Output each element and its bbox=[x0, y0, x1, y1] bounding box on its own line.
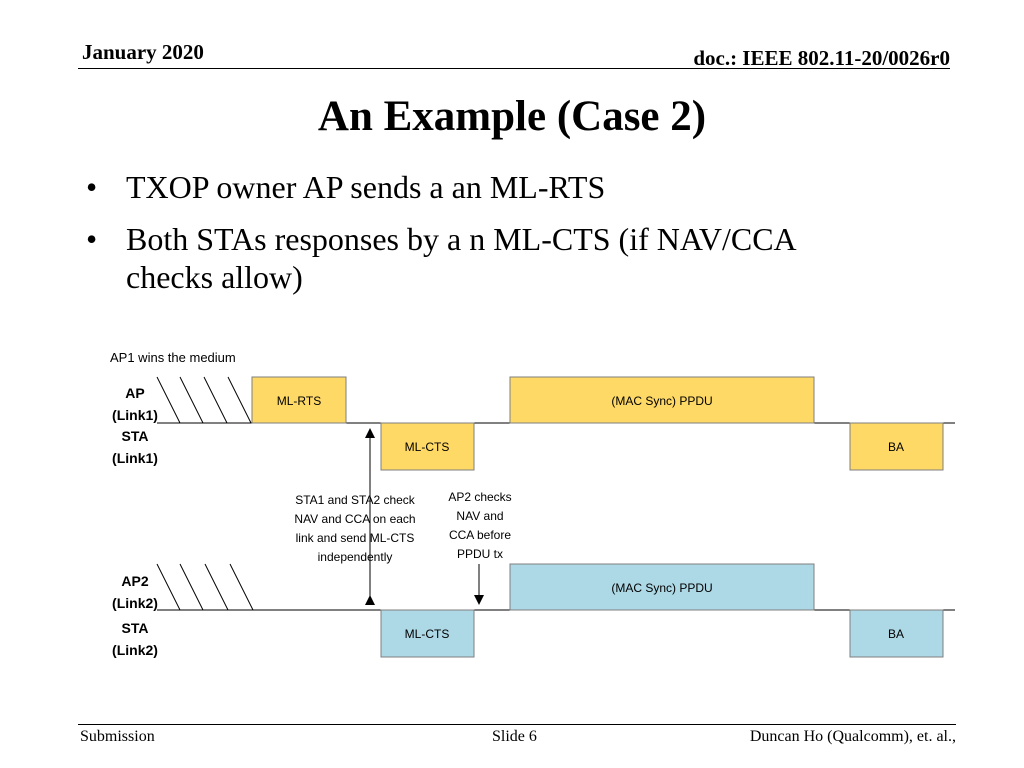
frame-ml-cts-link1 bbox=[380, 422, 475, 471]
row-label-ap2-link2-line1: AP2 bbox=[121, 573, 148, 589]
frame-ml-rts bbox=[251, 376, 347, 424]
header-doc-id: doc.: IEEE 802.11-20/0026r0 bbox=[693, 46, 950, 70]
note-sta-check-line: STA1 and STA2 check bbox=[295, 493, 416, 507]
frame-ml-cts-link2 bbox=[380, 609, 475, 658]
frame-ppdu-link2-label: (MAC Sync) PPDU bbox=[611, 581, 712, 595]
frame-ba-link2-label: BA bbox=[888, 627, 904, 641]
bullet-item: • TXOP owner AP sends a an ML-RTS bbox=[86, 168, 886, 206]
note-sta-check-line: independently bbox=[318, 550, 393, 564]
footer-submission: Submission bbox=[80, 728, 155, 745]
diagram-caption: AP1 wins the medium bbox=[110, 350, 236, 365]
frame-ppdu-link2 bbox=[509, 563, 815, 611]
footer-divider bbox=[78, 724, 956, 725]
frame-ba-link2 bbox=[849, 609, 944, 658]
row-label-ap-link1-line2: (Link1) bbox=[112, 407, 158, 423]
footer-author: Duncan Ho (Qualcomm), et. al., bbox=[749, 728, 956, 745]
frame-ba-link1-label: BA bbox=[888, 440, 904, 454]
frame-ppdu-link1 bbox=[509, 376, 815, 424]
bullet-dot-icon: • bbox=[86, 221, 98, 257]
row-label-sta-link2-line1: STA bbox=[122, 620, 149, 636]
row-label-ap-link1-line1: AP bbox=[125, 385, 144, 401]
note-sta-check: STA1 and STA2 check NAV and CCA on each … bbox=[294, 493, 415, 564]
note-ap2-check-line: NAV and bbox=[456, 509, 503, 523]
note-ap2-check: AP2 checks NAV and CCA before PPDU tx bbox=[448, 490, 511, 561]
header-divider bbox=[78, 68, 950, 69]
frame-ba-link1 bbox=[849, 422, 944, 471]
backoff-hatch-link1 bbox=[156, 376, 252, 424]
bullet-dot-icon: • bbox=[86, 169, 98, 205]
row-label-sta-link1-line1: STA bbox=[122, 428, 149, 444]
bullet-text: Both STAs responses by a n ML-CTS (if NA… bbox=[126, 221, 795, 295]
slide-title: An Example (Case 2) bbox=[317, 93, 707, 140]
frame-ml-cts-link2-label: ML-CTS bbox=[405, 627, 450, 641]
header-date: January 2020 bbox=[82, 40, 204, 64]
frame-ml-cts-link1-label: ML-CTS bbox=[405, 440, 450, 454]
backoff-hatch-link2 bbox=[156, 563, 254, 611]
row-label-sta-link2-line2: (Link2) bbox=[112, 642, 158, 658]
frame-ppdu-link1-label: (MAC Sync) PPDU bbox=[611, 394, 712, 408]
row-label-ap2-link2-line2: (Link2) bbox=[112, 595, 158, 611]
row-label-sta-link1-line2: (Link1) bbox=[112, 450, 158, 466]
footer-slide-number: Slide 6 bbox=[492, 728, 537, 745]
note-sta-check-line: link and send ML-CTS bbox=[296, 531, 415, 545]
frame-ml-rts-label: ML-RTS bbox=[277, 394, 321, 408]
note-ap2-check-line: PPDU tx bbox=[457, 547, 503, 561]
note-ap2-check-line: CCA before bbox=[449, 528, 511, 542]
bullet-item: • Both STAs responses by a n ML-CTS (if … bbox=[86, 220, 886, 296]
bullet-text: TXOP owner AP sends a an ML-RTS bbox=[126, 169, 606, 205]
bullet-list: • TXOP owner AP sends a an ML-RTS • Both… bbox=[86, 168, 886, 310]
note-ap2-check-line: AP2 checks bbox=[448, 490, 511, 504]
note-sta-check-line: NAV and CCA on each bbox=[294, 512, 415, 526]
row-labels: AP (Link1) STA (Link1) AP2 (Link2) STA (… bbox=[112, 385, 158, 658]
